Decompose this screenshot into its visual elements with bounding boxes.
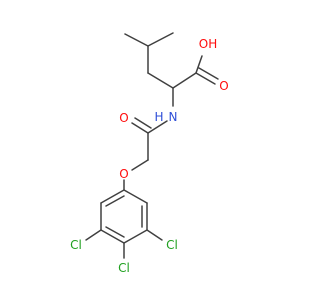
- atom-label-cl-right: Cl: [166, 238, 178, 252]
- bond-ccooh-o-double-2: [198, 67, 219, 80]
- atom-label-amide-n: N: [169, 110, 178, 124]
- amide-group: [131, 87, 174, 161]
- carboxylic-acid-group: [172, 55, 219, 89]
- bond-ring-cl-left: [85, 229, 102, 241]
- bond-methyl-right: [147, 32, 174, 47]
- molecule-structure: OH O N H O O Cl Cl Cl: [70, 32, 229, 275]
- atom-label-cl-left: Cl: [70, 238, 82, 252]
- bond-camide-o-double-2: [134, 117, 152, 129]
- trichlorophenyl-ring: [100, 189, 148, 244]
- bond-n-camide: [147, 120, 168, 134]
- ring-bond-6: [100, 189, 125, 204]
- bond-ch2-calpha: [147, 72, 174, 89]
- ring-bond-4: [100, 229, 125, 244]
- ring-double-c: [105, 195, 125, 207]
- bond-ccooh-o-double-1: [195, 72, 216, 85]
- bond-methyl-left: [124, 33, 149, 47]
- ether-linkage: [123, 159, 149, 191]
- atom-label-acid-carbonyl-o: O: [219, 79, 228, 93]
- atom-label-ether-o: O: [119, 167, 128, 181]
- bond-camide-o-double-1: [131, 122, 149, 134]
- chlorine-bonds: [85, 229, 163, 259]
- ring-double-b: [105, 226, 125, 238]
- atom-label-hydroxyl: OH: [199, 37, 217, 51]
- atom-label-amide-h: H: [154, 110, 163, 124]
- atom-label-cl-bottom: Cl: [118, 261, 130, 275]
- isobutyl-group: [124, 32, 174, 89]
- bond-ccooh-oh: [195, 55, 203, 74]
- bond-ch2-oether: [131, 159, 149, 171]
- bond-ring-cl-right: [146, 229, 163, 241]
- atom-label-amide-carbonyl-o: O: [119, 111, 128, 125]
- bond-calpha-ccooh: [172, 72, 197, 89]
- ring-bond-3: [123, 229, 148, 244]
- ring-bond-1: [123, 189, 148, 204]
